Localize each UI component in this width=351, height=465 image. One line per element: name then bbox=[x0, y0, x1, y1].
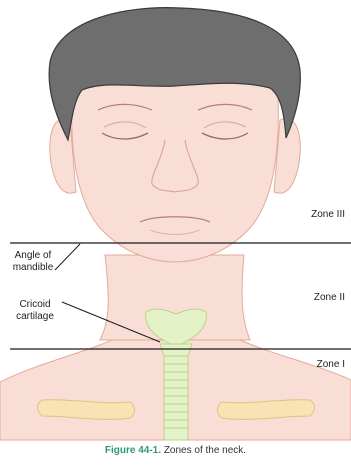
angle-of-mandible-label: Angle of mandible bbox=[8, 250, 58, 274]
angle-of-mandible-line1: Angle of bbox=[8, 250, 58, 262]
caption-text: Zones of the neck. bbox=[164, 445, 246, 456]
cricoid-cartilage-line1: Cricoid bbox=[10, 299, 60, 311]
angle-of-mandible-line2: mandible bbox=[8, 262, 58, 274]
trachea bbox=[164, 356, 188, 440]
cricoid-cartilage-line2: cartilage bbox=[10, 311, 60, 323]
left-clavicle bbox=[38, 400, 135, 420]
figure-number: Figure 44-1. bbox=[105, 445, 161, 456]
cricoid-cartilage bbox=[160, 344, 192, 356]
zone-1-label: Zone I bbox=[317, 359, 345, 371]
zone-2-label: Zone II bbox=[314, 292, 345, 304]
face bbox=[72, 69, 279, 262]
angle-of-mandible-leader bbox=[55, 244, 80, 270]
figure-caption: Figure 44-1. Zones of the neck. bbox=[0, 445, 351, 456]
right-clavicle bbox=[218, 400, 315, 420]
zone-3-label: Zone III bbox=[311, 209, 345, 221]
cricoid-cartilage-label: Cricoid cartilage bbox=[10, 299, 60, 323]
